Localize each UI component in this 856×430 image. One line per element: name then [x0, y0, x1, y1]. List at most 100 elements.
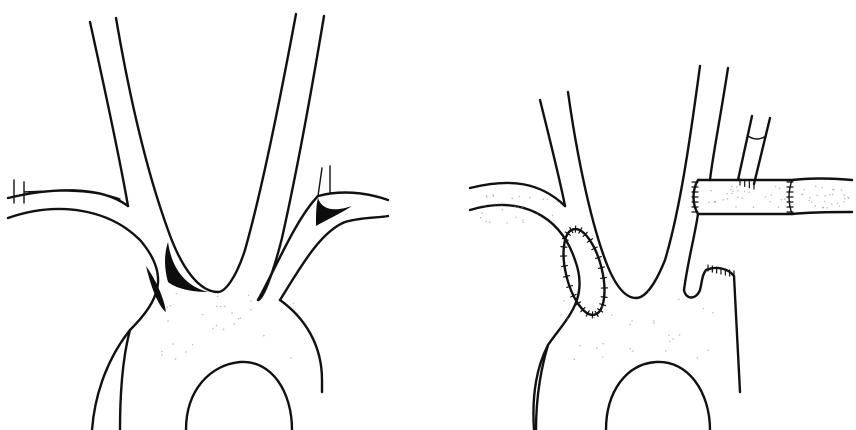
suture-tick [562, 266, 568, 267]
stipple-dot [167, 320, 169, 322]
stipple-dot [522, 221, 524, 223]
stipple-dot [202, 314, 204, 316]
stipple-dot [708, 202, 710, 204]
suture-tick [564, 276, 570, 277]
left-panel-small-vessel-stub [14, 180, 120, 203]
left-panel-arch-outer-wall [280, 300, 322, 392]
stipple-dot [712, 312, 714, 314]
stipple-dot [731, 186, 733, 188]
stipple-dot [678, 298, 680, 300]
stipple-dot [847, 197, 849, 199]
stipple-dot [161, 354, 163, 356]
stipple-dot [563, 300, 565, 302]
stipple-dot [714, 201, 716, 203]
stipple-dot [484, 205, 486, 207]
suture-tick [562, 238, 568, 240]
stipple-dot [843, 194, 845, 196]
stipple-dot [233, 323, 235, 325]
stipple-dot [560, 314, 562, 316]
stipple-dot [537, 213, 539, 215]
stipple-dot [517, 207, 519, 209]
left-panel [8, 14, 388, 430]
stipple-dot [779, 188, 781, 190]
stipple-dot [726, 193, 728, 195]
stipple-dot [672, 338, 674, 340]
stipple-dot [829, 194, 831, 196]
stipple-dot [841, 189, 843, 191]
stipple-dot [679, 334, 681, 336]
right-panel-bypass-graft [694, 180, 793, 214]
stipple-dot [821, 187, 823, 189]
stipple-dot [726, 198, 728, 200]
right-panel-arch-inner-curve [606, 362, 710, 430]
stipple-dot [216, 305, 218, 307]
stipple-dot [611, 314, 613, 316]
stipple-dot [521, 207, 523, 209]
stipple-dot [710, 190, 712, 192]
stipple-dot [653, 322, 655, 324]
stipple-dot [552, 215, 554, 217]
stipple-dot [293, 302, 295, 304]
stipple-dot [801, 194, 803, 196]
stipple-dot [723, 199, 725, 201]
stipple-dot [250, 309, 252, 311]
stipple-dot [594, 317, 596, 319]
stipple-dot [217, 296, 219, 298]
stipple-dot [730, 189, 732, 191]
stipple-dot [771, 194, 773, 196]
stipple-dot [707, 349, 709, 351]
stipple-dot [290, 357, 292, 359]
stipple-dot [574, 359, 576, 361]
right-panel-tall-vessel-left-wall [636, 66, 700, 298]
stipple-dot [238, 318, 240, 320]
stipple-dot [775, 186, 777, 188]
stipple-dot [170, 305, 172, 307]
suture-tick [599, 267, 605, 268]
stipple-dot [231, 312, 233, 314]
stipple-dot [514, 206, 516, 208]
right-panel-vertical-stub-seam [748, 136, 766, 139]
stipple-dot [736, 186, 738, 188]
left-panel-subclavian-small-branch [318, 166, 330, 196]
stipple-dot [814, 205, 816, 207]
stipple-dot [742, 197, 744, 199]
stipple-dot [815, 186, 817, 188]
stipple-dot [542, 198, 544, 200]
stipple-dot [506, 222, 508, 224]
stipple-dot [223, 328, 225, 330]
stipple-dot [737, 196, 739, 198]
stipple-dot [839, 205, 841, 207]
stipple-dot [192, 344, 194, 346]
stipple-dot [844, 198, 846, 200]
stipple-dot [781, 199, 783, 201]
right-panel [470, 66, 852, 430]
stipple-dot [824, 201, 826, 203]
stipple-dot [167, 306, 169, 308]
stipple-dot [602, 356, 604, 358]
right-panel-distal-subclavian [792, 179, 852, 215]
left-panel-arch-inner-curve [186, 362, 292, 430]
stipple-dot [486, 196, 488, 198]
stipple-dot [832, 194, 834, 196]
stipple-dot [224, 306, 226, 308]
stipple-dot [632, 350, 634, 352]
stipple-dot [248, 295, 250, 297]
right-panel-tall-vessel-right-wall [710, 68, 728, 180]
stipple-dot [519, 196, 521, 198]
stipple-dot [748, 191, 750, 193]
stipple-dot [529, 197, 531, 199]
stipple-dot [212, 328, 214, 330]
stipple-dot [765, 196, 767, 198]
left-panel-innominate-outer-wall [8, 209, 158, 430]
left-panel-innominate-inner-wall [8, 190, 128, 206]
stipple-dot [731, 193, 733, 195]
stipple-dot [502, 209, 504, 211]
stipple-dot [494, 203, 496, 205]
stipple-dot [547, 199, 549, 201]
stipple-dot [669, 341, 671, 343]
stipple-dot [631, 320, 633, 322]
stipple-dot [480, 217, 482, 219]
stipple-dot [778, 206, 780, 208]
stipple-dot [648, 291, 650, 293]
stipple-dot [240, 317, 242, 319]
